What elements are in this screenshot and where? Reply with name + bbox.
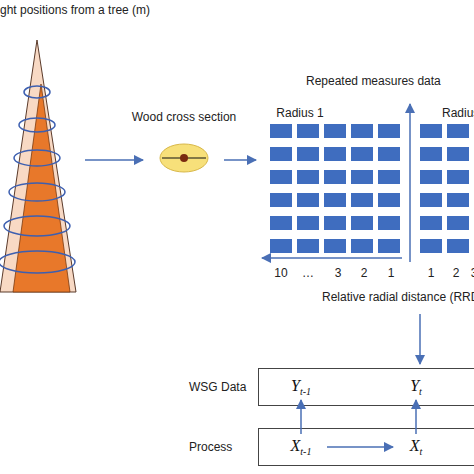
measure-cell <box>297 216 319 230</box>
variable-text: Xt-1 <box>281 436 321 462</box>
measure-cell <box>378 239 400 253</box>
measure-cell <box>447 193 469 207</box>
measure-cell <box>351 193 373 207</box>
measure-cell <box>351 216 373 230</box>
measure-cell <box>270 216 292 230</box>
measure-cell <box>420 239 442 253</box>
axis-label: Relative radial distance (RRD <box>322 290 474 304</box>
height-ring <box>9 183 65 201</box>
measure-cell <box>270 170 292 184</box>
variable-symbol: Y <box>291 377 300 394</box>
distance-number: 10 <box>274 266 287 280</box>
measure-cell <box>378 216 400 230</box>
measure-cell <box>378 147 400 161</box>
measure-cell <box>378 124 400 138</box>
tree-node: ght positions from a tree (m) <box>0 36 78 294</box>
measure-cell <box>420 216 442 230</box>
measure-cell <box>297 124 319 138</box>
flow-arrow <box>85 159 143 161</box>
measure-cell <box>447 216 469 230</box>
measure-cell <box>447 147 469 161</box>
measure-cell <box>270 193 292 207</box>
measure-cell <box>297 170 319 184</box>
tree-outer <box>0 40 76 292</box>
height-ring <box>24 86 50 98</box>
measure-cell <box>420 147 442 161</box>
node-heading: Process <box>189 440 232 454</box>
measure-cell <box>420 193 442 207</box>
measure-cell <box>351 124 373 138</box>
measure-cell <box>324 216 346 230</box>
measure-cell <box>378 170 400 184</box>
distance-number: 1 <box>428 266 435 280</box>
variable-text: Xt <box>399 436 433 462</box>
observed-variable: Yt <box>399 376 433 398</box>
measure-cell <box>420 124 442 138</box>
height-rings <box>0 86 75 273</box>
measure-cell <box>351 239 373 253</box>
radius-axis-arrow <box>409 104 411 262</box>
flow-arrow <box>419 314 421 364</box>
data-band: WSG DataYt-1Yt <box>258 368 474 406</box>
distance-axis-arrow <box>262 257 402 259</box>
variable-subscript: t-1 <box>300 446 311 457</box>
measure-cell <box>324 239 346 253</box>
distance-number: … <box>302 266 314 280</box>
variable-symbol: X <box>410 437 420 454</box>
measure-cell <box>447 124 469 138</box>
measure-cell <box>324 193 346 207</box>
variable-text: Yt-1 <box>281 376 321 402</box>
distance-number: 3 <box>471 266 474 280</box>
measure-cell <box>378 193 400 207</box>
variable-subscript: t <box>420 446 423 457</box>
process-band: ProcessXt-1Xt <box>258 428 474 466</box>
state-variable: Xt-1 <box>281 436 321 458</box>
height-ring <box>19 118 55 132</box>
variable-text: Yt <box>399 376 433 402</box>
observed-variable: Yt-1 <box>281 376 321 398</box>
distance-number: 1 <box>388 266 395 280</box>
measure-cell <box>420 170 442 184</box>
variable-subscript: t-1 <box>300 386 311 397</box>
node-heading: ght positions from a tree (m) <box>0 3 150 17</box>
measure-cell <box>351 147 373 161</box>
variable-subscript: t <box>419 386 422 397</box>
radius-label: Radius 1 <box>276 106 323 120</box>
measure-cell <box>297 147 319 161</box>
measure-cell <box>297 193 319 207</box>
cross-section-node: Wood cross section <box>150 110 218 176</box>
pith-dot <box>180 154 188 162</box>
height-ring <box>14 150 60 166</box>
measure-cell <box>270 239 292 253</box>
measure-cell <box>297 239 319 253</box>
node-heading: Wood cross section <box>132 110 237 124</box>
measure-cell <box>447 170 469 184</box>
state-variable: Xt <box>399 436 433 458</box>
variable-symbol: Y <box>410 377 419 394</box>
height-ring <box>4 216 70 236</box>
measure-cell <box>270 147 292 161</box>
node-heading: Repeated measures data <box>306 74 441 88</box>
variable-symbol: X <box>291 437 301 454</box>
height-ring <box>0 251 75 273</box>
distance-number: 2 <box>453 266 460 280</box>
node-heading: WSG Data <box>189 380 246 394</box>
measure-grid <box>270 124 474 253</box>
measure-cell <box>324 147 346 161</box>
measure-cell <box>351 170 373 184</box>
distance-number: 3 <box>335 266 342 280</box>
flow-arrow <box>224 159 256 161</box>
measure-cell <box>324 124 346 138</box>
measure-cell <box>324 170 346 184</box>
measure-cell <box>447 239 469 253</box>
distance-number: 2 <box>361 266 368 280</box>
cross-section-disc <box>160 144 208 172</box>
measure-cell <box>270 124 292 138</box>
radius-label: Radius <box>442 106 474 120</box>
